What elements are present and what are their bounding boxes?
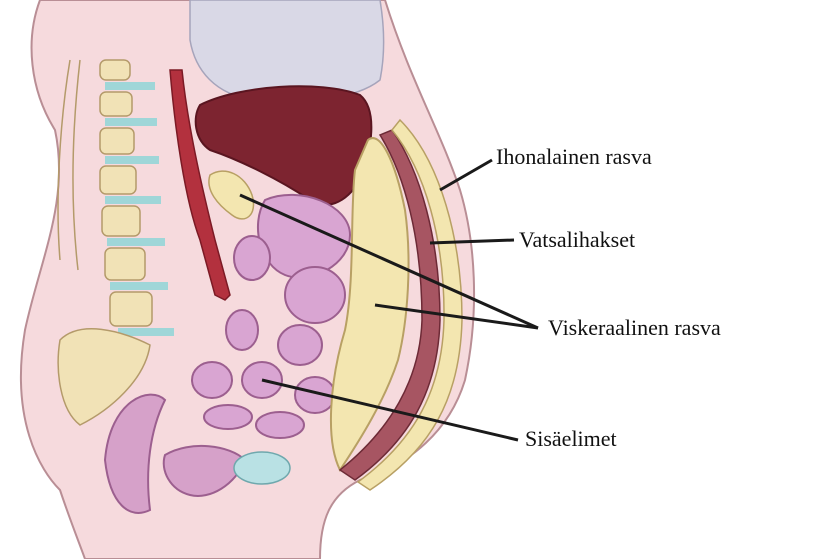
- label-internal-organs: Sisäelimet: [525, 428, 617, 450]
- label-subcutaneous-fat: Ihonalainen rasva: [496, 146, 652, 168]
- pubic-bone: [234, 452, 290, 484]
- label-abdominal-muscles: Vatsalihakset: [519, 229, 635, 251]
- label-visceral-fat: Viskeraalinen rasva: [548, 317, 721, 339]
